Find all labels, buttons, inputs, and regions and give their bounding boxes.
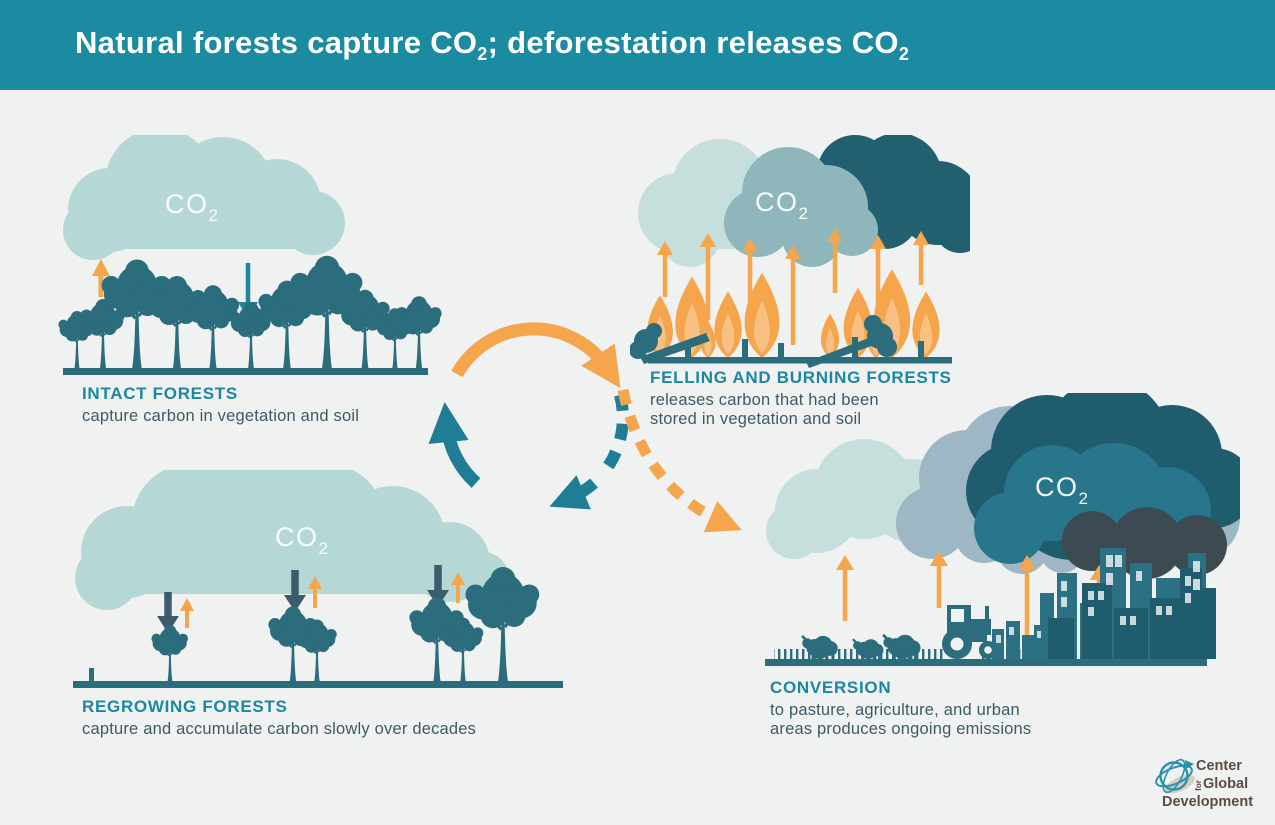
ground-line bbox=[765, 659, 1207, 666]
caption-body: capture and accumulate carbon slowly ove… bbox=[82, 720, 477, 738]
city-buildings bbox=[992, 548, 1216, 659]
cycle-arc-regrow bbox=[428, 401, 481, 488]
up-arrow-icon bbox=[308, 576, 322, 608]
conversion-illustration: CO2 bbox=[765, 393, 1240, 666]
globe-icon bbox=[1155, 758, 1195, 794]
page-title: Natural forests capture CO2; deforestati… bbox=[75, 25, 910, 65]
caption-heading: FELLING AND BURNING FORESTS bbox=[650, 368, 952, 387]
caption-heading: CONVERSION bbox=[770, 678, 892, 697]
co2-label: CO2 bbox=[1035, 472, 1089, 508]
cycle-arc-release-head bbox=[549, 475, 598, 510]
caption-felling: FELLING AND BURNING FORESTS releases car… bbox=[650, 368, 952, 429]
logo-word-center: Center bbox=[1196, 758, 1242, 774]
cgd-logo: Center for Global Development bbox=[1146, 754, 1275, 818]
caption-heading: INTACT FORESTS bbox=[82, 384, 238, 403]
ground-line bbox=[73, 681, 563, 688]
caption-conversion: CONVERSION to pasture, agriculture, and … bbox=[770, 678, 1031, 739]
cycle-arc-capture bbox=[451, 322, 621, 389]
regrowing-forests-illustration: CO2 bbox=[73, 470, 563, 688]
branch-arrow-to-conversion bbox=[617, 388, 742, 533]
logo-word-for: for bbox=[1193, 780, 1203, 791]
young-trees bbox=[89, 565, 541, 684]
up-arrow-icon bbox=[180, 598, 194, 628]
felling-burning-illustration: CO2 bbox=[630, 135, 970, 368]
cycle-arc-release-dashed bbox=[599, 393, 629, 476]
emission-arrows bbox=[657, 228, 929, 345]
ground-line bbox=[63, 368, 428, 375]
logo-word-development: Development bbox=[1162, 794, 1254, 810]
up-arrow-icon bbox=[92, 259, 110, 297]
ground-line bbox=[648, 357, 952, 364]
down-arrow-icon bbox=[157, 592, 179, 633]
caption-body: capture carbon in vegetation and soil bbox=[82, 407, 360, 425]
co2-label: CO2 bbox=[165, 189, 219, 225]
cloud bbox=[63, 135, 345, 260]
up-arrow-icon bbox=[451, 572, 465, 603]
logo-word-global: Global bbox=[1203, 776, 1249, 792]
caption-body: releases carbon that had been stored in … bbox=[650, 391, 879, 429]
caption-regrowing: REGROWING FORESTS capture and accumulate… bbox=[82, 697, 476, 739]
tractor-icon bbox=[942, 605, 997, 659]
caption-heading: REGROWING FORESTS bbox=[82, 697, 288, 716]
co2-label: CO2 bbox=[755, 187, 809, 223]
cloud-medium bbox=[724, 147, 878, 267]
intact-forests-illustration: CO2 bbox=[57, 135, 443, 375]
co2-label: CO2 bbox=[275, 522, 329, 558]
caption-body: to pasture, agriculture, and urban areas… bbox=[770, 701, 1032, 739]
carbon-cycle-arrows bbox=[428, 322, 742, 533]
down-arrow-icon bbox=[284, 570, 306, 612]
cloud bbox=[75, 470, 509, 610]
caption-intact: INTACT FORESTS capture carbon in vegetat… bbox=[82, 384, 359, 426]
header-banner: Natural forests capture CO2; deforestati… bbox=[0, 0, 1275, 90]
sheep-icons bbox=[800, 633, 922, 661]
